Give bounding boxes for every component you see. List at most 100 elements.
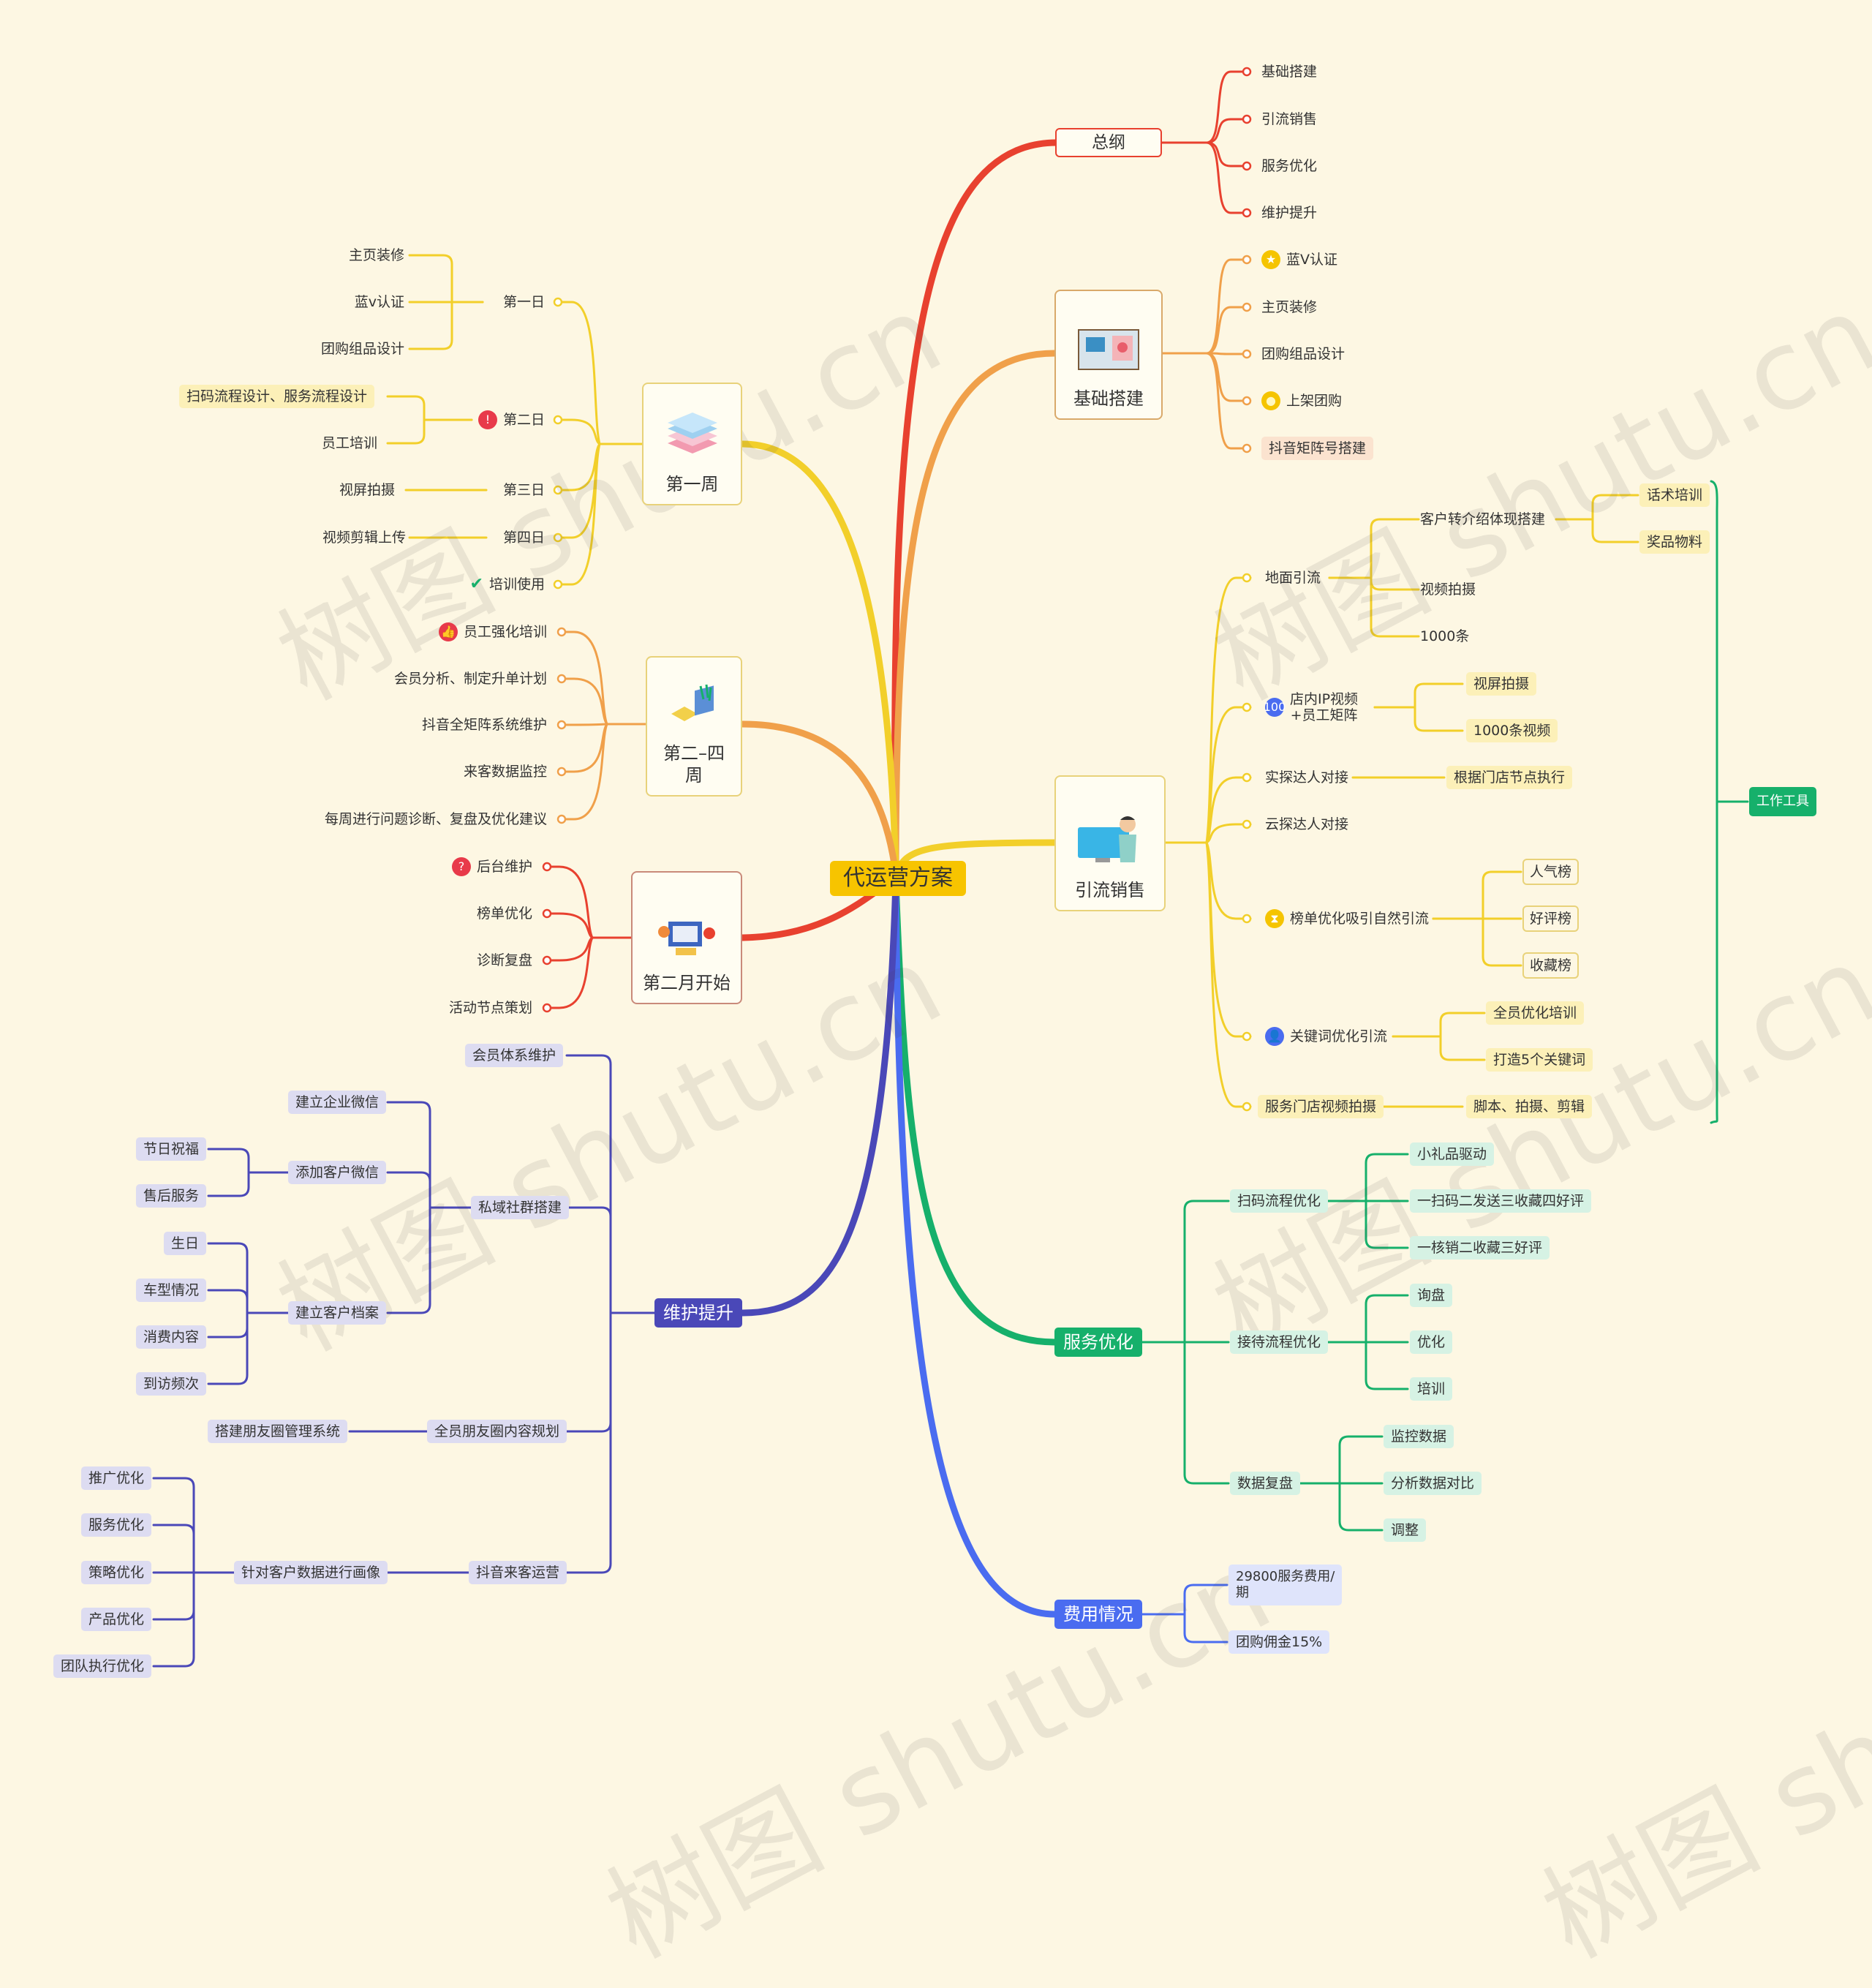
add-item[interactable]: 节日祝福 <box>135 1137 206 1161</box>
zonggang-item[interactable]: 基础搭建 <box>1261 63 1317 80</box>
jichu-item[interactable]: 主页装修 <box>1261 298 1317 316</box>
box-week24[interactable]: 第二–四 周 <box>646 656 742 797</box>
day-node[interactable]: 第一日 <box>503 293 545 311</box>
week24-item[interactable]: 每周进行问题诊断、复盘及优化建议 <box>325 810 547 828</box>
day-node[interactable]: ✔培训使用 <box>470 576 545 593</box>
ranking-optimize[interactable]: ⧗榜单优化吸引自然引流 <box>1265 909 1429 928</box>
referral-system[interactable]: 客户转介绍体现搭建 <box>1420 511 1545 528</box>
scan-flow[interactable]: 扫码流程优化 <box>1230 1189 1329 1213</box>
enterprise-wechat[interactable]: 建立企业微信 <box>287 1091 386 1114</box>
day2-item[interactable]: 员工培训 <box>322 434 377 452</box>
count-1000[interactable]: 1000条 <box>1420 628 1469 645</box>
keyword-optimize[interactable]: 👤关键词优化引流 <box>1265 1027 1387 1046</box>
day-node[interactable]: !第二日 <box>478 410 545 429</box>
member-system[interactable]: 会员体系维护 <box>464 1044 563 1067</box>
branch-zonggang[interactable]: 总纲 <box>1055 128 1162 157</box>
zonggang-item[interactable]: 维护提升 <box>1261 204 1317 222</box>
work-tool-tag[interactable]: 工作工具 <box>1749 787 1816 816</box>
box-jichu[interactable]: 基础搭建 <box>1054 290 1163 420</box>
favorite-list[interactable]: 收藏榜 <box>1522 952 1580 979</box>
staff-training[interactable]: 全员优化培训 <box>1486 1001 1585 1025</box>
script-shoot-edit[interactable]: 脚本、拍摄、剪辑 <box>1466 1095 1593 1118</box>
moments-system[interactable]: 搭建朋友圈管理系统 <box>207 1420 347 1443</box>
box-yinliu[interactable]: 引流销售 <box>1054 775 1166 911</box>
scan-item[interactable]: 一扫码二发送三收藏四好评 <box>1410 1189 1592 1213</box>
archive-item[interactable]: 消费内容 <box>135 1325 206 1349</box>
box-month2[interactable]: 第二月开始 <box>631 871 742 1004</box>
video-shoot[interactable]: 视频拍摄 <box>1420 581 1476 598</box>
zonggang-item[interactable]: 引流销售 <box>1261 110 1317 128</box>
connector <box>1161 306 1248 355</box>
box-week1[interactable]: 第一周 <box>642 383 742 505</box>
customer-portrait[interactable]: 针对客户数据进行画像 <box>233 1561 388 1584</box>
reception-flow[interactable]: 接待流程优化 <box>1230 1330 1329 1354</box>
scan-item[interactable]: 一核销二收藏三好评 <box>1410 1236 1550 1260</box>
day1-item[interactable]: 主页装修 <box>349 246 404 264</box>
archive-item[interactable]: 生日 <box>163 1232 206 1255</box>
moments-plan[interactable]: 全员朋友圈内容规划 <box>426 1420 567 1443</box>
customer-archive[interactable]: 建立客户档案 <box>287 1301 386 1325</box>
service-fee[interactable]: 29800服务费用/ 期 <box>1228 1565 1343 1605</box>
day4-item-label: 视频剪辑上传 <box>322 530 406 546</box>
day2-item[interactable]: 扫码流程设计、服务流程设计 <box>178 385 374 408</box>
data-item[interactable]: 分析数据对比 <box>1384 1472 1482 1495</box>
script-training[interactable]: 话术培训 <box>1639 483 1710 507</box>
data-review[interactable]: 数据复盘 <box>1230 1472 1301 1495</box>
cloud-influencer[interactable]: 云探达人对接 <box>1265 816 1348 833</box>
day-node[interactable]: 第四日 <box>503 529 545 546</box>
add-item[interactable]: 售后服务 <box>135 1184 206 1208</box>
portrait-item[interactable]: 服务优化 <box>80 1513 151 1537</box>
zonggang-item[interactable]: 服务优化 <box>1261 157 1317 175</box>
videos-1000[interactable]: 1000条视频 <box>1466 719 1558 742</box>
portrait-item[interactable]: 团队执行优化 <box>53 1654 151 1678</box>
portrait-item[interactable]: 推广优化 <box>80 1466 151 1490</box>
branch-fuwu[interactable]: 服务优化 <box>1054 1328 1142 1357</box>
ground-traffic[interactable]: 地面引流 <box>1265 569 1321 587</box>
add-customer-wechat[interactable]: 添加客户微信 <box>287 1161 386 1184</box>
popular-list[interactable]: 人气榜 <box>1522 859 1580 885</box>
jichu-item[interactable]: ★蓝V认证 <box>1261 250 1337 269</box>
field-influencer[interactable]: 实探达人对接 <box>1265 769 1348 786</box>
week24-item[interactable]: 👍员工强化培训 <box>438 622 547 641</box>
data-item[interactable]: 调整 <box>1384 1518 1427 1542</box>
connector <box>1392 1035 1486 1061</box>
jichu-item[interactable]: 团购组品设计 <box>1261 345 1345 363</box>
month2-item[interactable]: 活动节点策划 <box>449 999 532 1017</box>
archive-item[interactable]: 车型情况 <box>135 1279 206 1302</box>
five-keywords[interactable]: 打造5个关键词 <box>1486 1048 1593 1072</box>
prize-material[interactable]: 奖品物料 <box>1639 530 1710 554</box>
week24-item[interactable]: 来客数据监控 <box>464 763 547 780</box>
branch-weihu[interactable]: 维护提升 <box>654 1298 742 1328</box>
portrait-item[interactable]: 产品优化 <box>80 1608 151 1631</box>
month2-item[interactable]: ?后台维护 <box>451 857 532 876</box>
week24-item[interactable]: 抖音全矩阵系统维护 <box>422 716 547 734</box>
reception-item[interactable]: 培训 <box>1410 1377 1453 1401</box>
archive-item[interactable]: 到访频次 <box>135 1372 206 1396</box>
day4-item[interactable]: 视频剪辑上传 <box>322 529 406 546</box>
day1-item[interactable]: 团购组品设计 <box>321 340 404 358</box>
trunk-fuwu <box>892 878 1058 1346</box>
store-video[interactable]: 服务门店视频拍摄 <box>1258 1095 1384 1118</box>
commission[interactable]: 团购佣金15% <box>1228 1630 1330 1654</box>
week24-item[interactable]: 会员分析、制定升单计划 <box>394 670 547 688</box>
reception-item[interactable]: 询盘 <box>1410 1284 1453 1307</box>
private-community[interactable]: 私域社群搭建 <box>470 1196 569 1219</box>
day3-item[interactable]: 视屏拍摄 <box>339 481 395 499</box>
screen-record[interactable]: 视屏拍摄 <box>1466 672 1537 696</box>
review-list[interactable]: 好评榜 <box>1522 905 1580 932</box>
day-node[interactable]: 第三日 <box>503 481 545 499</box>
root-topic[interactable]: 代运营方案 <box>830 861 966 896</box>
month2-item[interactable]: 诊断复盘 <box>477 952 532 969</box>
douyin-ops[interactable]: 抖音来客运营 <box>468 1561 567 1584</box>
branch-feiyong[interactable]: 费用情况 <box>1054 1600 1142 1629</box>
portrait-item[interactable]: 策略优化 <box>80 1561 151 1584</box>
per-store-node[interactable]: 根据门店节点执行 <box>1446 766 1573 789</box>
jichu-item[interactable]: 抖音矩阵号搭建 <box>1261 437 1374 460</box>
jichu-item[interactable]: ●上架团购 <box>1261 391 1342 410</box>
scan-item[interactable]: 小礼品驱动 <box>1410 1142 1495 1166</box>
day1-item[interactable]: 蓝v认证 <box>355 293 404 311</box>
data-item[interactable]: 监控数据 <box>1384 1425 1454 1448</box>
month2-item[interactable]: 榜单优化 <box>477 905 532 922</box>
reception-item[interactable]: 优化 <box>1410 1330 1453 1354</box>
